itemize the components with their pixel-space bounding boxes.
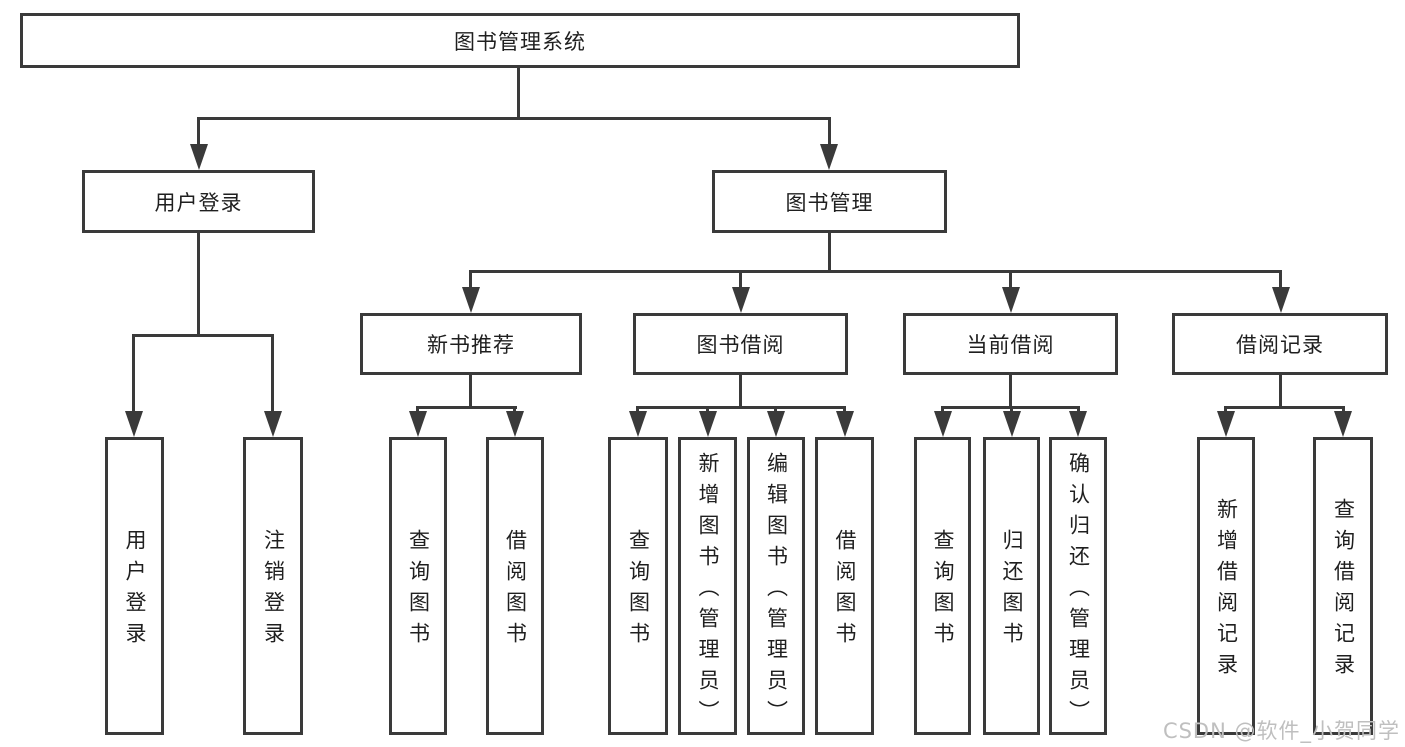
node-label: 注销登录	[261, 529, 286, 653]
arrow-down-icon	[125, 411, 143, 437]
connector-line	[1224, 406, 1345, 409]
arrow-down-icon	[732, 287, 750, 313]
leaf-add-books-admin: 新增图书（管理员）	[678, 437, 737, 735]
node-label: 借阅图书	[503, 529, 528, 653]
connector-line	[271, 334, 274, 414]
node-label: 编辑图书（管理员）	[764, 451, 789, 731]
leaf-confirm-return-admin: 确认归还（管理员）	[1049, 437, 1107, 735]
node-label: 确认归还（管理员）	[1066, 451, 1091, 731]
connector-line	[739, 270, 742, 290]
connector-line	[1009, 375, 1012, 408]
node-label: 查询图书	[406, 529, 431, 653]
arrow-down-icon	[629, 411, 647, 437]
leaf-borrow-books-recommend: 借阅图书	[486, 437, 544, 735]
node-user-login: 用户登录	[82, 170, 315, 233]
arrow-down-icon	[1069, 411, 1087, 437]
node-label: 归还图书	[1000, 529, 1024, 653]
node-label: 当前借阅	[966, 333, 1055, 357]
arrow-down-icon	[1217, 411, 1235, 437]
arrow-down-icon	[462, 287, 480, 313]
node-current-borrowing: 当前借阅	[903, 313, 1118, 375]
connector-line	[828, 117, 831, 147]
arrow-down-icon	[1003, 411, 1021, 437]
node-new-book-recommendation: 新书推荐	[360, 313, 582, 375]
connector-line	[132, 334, 135, 414]
node-label: 新增借阅记录	[1214, 498, 1239, 684]
node-label: 查询图书	[931, 529, 955, 653]
connector-line	[132, 334, 274, 337]
connector-line	[197, 117, 200, 147]
node-label: 查询图书	[626, 529, 651, 653]
arrow-down-icon	[409, 411, 427, 437]
arrow-down-icon	[264, 411, 282, 437]
node-label: 借阅图书	[833, 529, 857, 653]
node-label: 图书借阅	[696, 333, 785, 357]
connector-line	[828, 233, 831, 272]
arrow-down-icon	[1002, 287, 1020, 313]
leaf-logout: 注销登录	[243, 437, 303, 735]
connector-line	[1279, 270, 1282, 290]
watermark-text: CSDN @软件_小贺同学	[1162, 719, 1400, 743]
leaf-query-borrow-record: 查询借阅记录	[1313, 437, 1373, 735]
arrow-down-icon	[836, 411, 854, 437]
connector-line	[197, 117, 831, 120]
node-book-management: 图书管理	[712, 170, 947, 233]
connector-line	[197, 233, 200, 337]
connector-line	[517, 68, 520, 118]
connector-line	[469, 375, 472, 408]
arrow-down-icon	[1272, 287, 1290, 313]
arrow-down-icon	[190, 144, 208, 170]
connector-line	[1279, 375, 1282, 408]
arrow-down-icon	[820, 144, 838, 170]
arrow-down-icon	[1334, 411, 1352, 437]
node-label: 查询借阅记录	[1331, 498, 1356, 684]
arrow-down-icon	[767, 411, 785, 437]
node-book-borrowing: 图书借阅	[633, 313, 848, 375]
arrow-down-icon	[506, 411, 524, 437]
node-library-management-system: 图书管理系统	[20, 13, 1020, 68]
arrow-down-icon	[699, 411, 717, 437]
leaf-return-books: 归还图书	[983, 437, 1040, 735]
arrow-down-icon	[934, 411, 952, 437]
connector-line	[469, 270, 472, 290]
connector-line	[469, 270, 1282, 273]
connector-line	[636, 406, 846, 409]
node-label: 图书管理系统	[454, 29, 586, 54]
node-label: 借阅记录	[1236, 333, 1324, 357]
node-label: 新增图书（管理员）	[696, 451, 720, 731]
leaf-borrow-books: 借阅图书	[815, 437, 874, 735]
leaf-query-books-current: 查询图书	[914, 437, 971, 735]
node-borrowing-records: 借阅记录	[1172, 313, 1388, 375]
connector-line	[739, 375, 742, 408]
leaf-edit-books-admin: 编辑图书（管理员）	[747, 437, 805, 735]
connector-line	[1009, 270, 1012, 290]
node-label: 用户登录	[154, 190, 243, 215]
leaf-add-borrow-record: 新增借阅记录	[1197, 437, 1255, 735]
leaf-user-login: 用户登录	[105, 437, 164, 735]
node-label: 图书管理	[785, 190, 874, 215]
leaf-query-books-borrowing: 查询图书	[608, 437, 668, 735]
connector-line	[416, 406, 517, 409]
node-label: 新书推荐	[427, 333, 515, 357]
node-label: 用户登录	[123, 529, 147, 653]
leaf-query-books-recommend: 查询图书	[389, 437, 447, 735]
